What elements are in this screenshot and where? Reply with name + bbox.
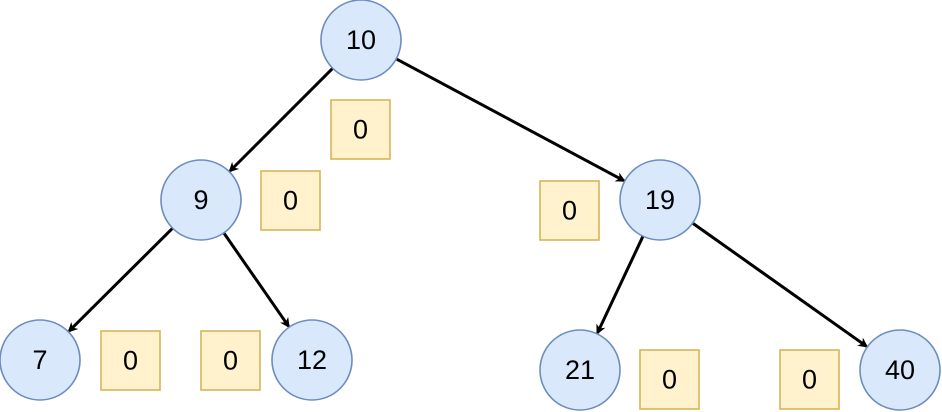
node-label: 19 [645,185,675,215]
node-n19: 19 [619,159,701,241]
node-label: 7 [32,345,47,375]
edge-n19-n21 [596,235,645,335]
badge-b21: 0 [639,349,700,410]
node-n7: 7 [0,319,81,401]
node-label: 9 [193,185,208,215]
badge-b12: 0 [200,330,261,391]
node-circle [0,319,81,401]
edge-n9-n12 [222,232,290,328]
node-label: 40 [885,355,915,385]
badge-b10: 0 [330,99,391,160]
edge-n10-n9 [228,67,334,173]
badge-b7: 0 [100,330,161,391]
node-circle [271,319,353,401]
node-label: 21 [565,355,595,385]
badge-b40: 0 [779,349,840,410]
edge-n9-n7 [67,227,174,333]
badge-box [779,349,840,410]
badge-label: 0 [353,115,368,145]
badge-box [539,180,600,241]
badges: 0 0 0 0 0 0 0 [100,99,840,410]
node-circle [320,0,402,81]
node-n40: 40 [859,329,941,411]
node-circle [539,329,621,411]
badge-box [100,330,161,391]
badge-box [639,349,700,410]
edges [67,57,869,348]
badge-box [260,170,321,231]
badge-label: 0 [223,346,238,376]
badge-b9: 0 [260,170,321,231]
node-n9: 9 [160,159,242,241]
badge-label: 0 [562,196,577,226]
edge-n10-n19 [395,57,626,183]
badge-label: 0 [802,365,817,395]
node-n21: 21 [539,329,621,411]
node-n12: 12 [271,319,353,401]
node-circle [859,329,941,411]
badge-b19: 0 [539,180,600,241]
node-circle [160,159,242,241]
badge-box [330,99,391,160]
badge-label: 0 [662,365,677,395]
badge-box [200,330,261,391]
node-circle [619,159,701,241]
badge-label: 0 [283,186,298,216]
node-label: 10 [346,25,376,55]
node-label: 12 [297,345,327,375]
node-n10: 10 [320,0,402,81]
badge-label: 0 [123,346,138,376]
edge-n19-n40 [691,221,869,348]
